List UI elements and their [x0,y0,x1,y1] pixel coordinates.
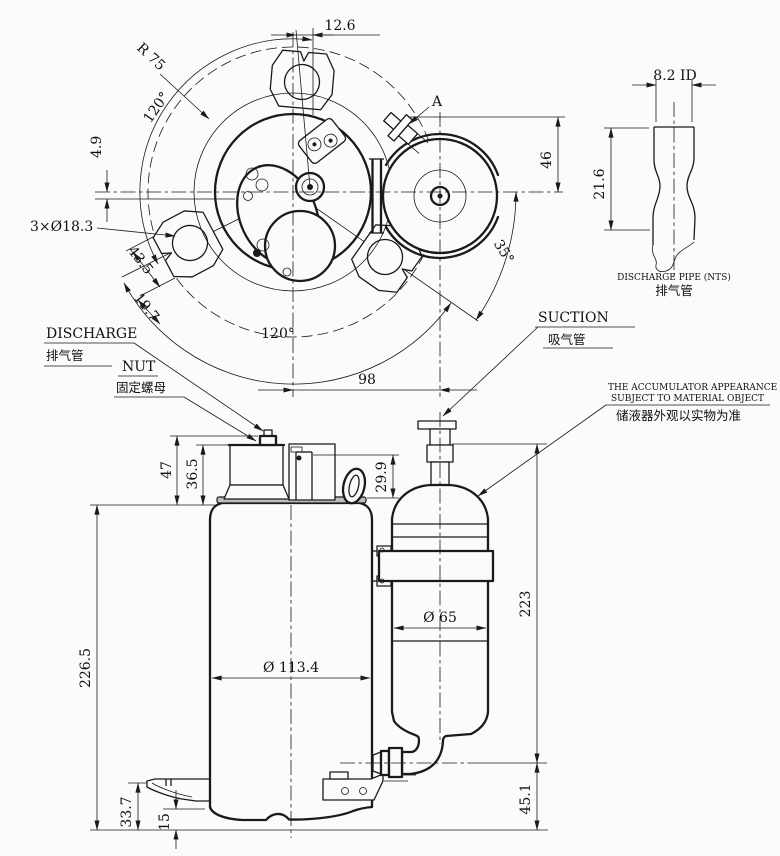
dim-21-6: 21.6 [592,127,650,231]
dim-29-9: 29.9 [313,454,399,499]
svg-text:A: A [431,94,443,110]
dim-226-5: 226.5 [78,504,215,831]
mounting-lug-left [152,210,224,278]
suction-fitting-top [383,111,429,154]
svg-text:3×Ø18.3: 3×Ø18.3 [30,219,93,235]
svg-text:36.5: 36.5 [185,458,201,489]
terminal-cover [223,443,290,500]
accumulator-strap [372,545,495,587]
pump-mechanism [235,118,347,283]
dim-holes: 3×Ø18.3 [30,219,176,238]
svg-text:固定螺母: 固定螺母 [116,380,166,395]
dim-45-1: 45.1 [518,762,540,831]
svg-text:19.7: 19.7 [130,290,162,324]
svg-text:226.5: 226.5 [78,648,94,688]
svg-text:120°: 120° [140,89,172,126]
dim-46: 46 [408,116,565,193]
discharge-nut [258,429,278,447]
svg-text:15: 15 [157,813,173,831]
accumulator-note: THE ACCUMULATOR APPEARANCE IS SUBJECT TO… [477,383,780,497]
detail-caption-en: DISCHARGE PIPE (NTS) [617,272,731,283]
base-foot-left [146,778,209,802]
svg-text:29.9: 29.9 [374,461,390,492]
front-view: 226.5 47 36.5 29.9 Ø 113.4 Ø 65 223 45.1… [78,412,548,849]
suction-elbow-fitting [372,746,404,779]
svg-text:NUT: NUT [122,359,156,375]
svg-text:43.5: 43.5 [124,243,156,277]
dim-15: 15 [157,790,205,849]
dim-4-9: 4.9 [89,136,235,222]
svg-text:223: 223 [518,591,534,618]
detail-caption-zh: 排气管 [655,283,693,298]
svg-text:DISCHARGE: DISCHARGE [46,326,137,342]
base-foot-right [322,771,416,801]
discharge-tube-housing [288,443,336,501]
dim-36-5: 36.5 [185,444,228,506]
dim-r75: R 75 [133,40,210,120]
svg-text:8.2 ID: 8.2 ID [653,68,696,84]
svg-text:35°: 35° [490,237,517,267]
svg-text:21.6: 21.6 [592,168,608,199]
svg-text:吸气管: 吸气管 [548,332,586,347]
svg-text:Ø 65: Ø 65 [423,610,457,626]
dim-47: 47 [159,435,258,506]
dim-dia-113-4: Ø 113.4 [211,660,371,681]
svg-text:THE ACCUMULATOR APPEARANCE IS: THE ACCUMULATOR APPEARANCE IS [608,383,780,393]
svg-text:47: 47 [159,461,175,479]
svg-text:SUCTION: SUCTION [538,310,609,326]
suction-label: SUCTION 吸气管 [442,310,635,417]
section-ref-a: A [408,94,443,125]
dim-33-7: 33.7 [119,782,147,831]
discharge-label: DISCHARGE 排气管 [44,326,264,432]
svg-text:排气管: 排气管 [46,348,84,363]
dim-98: 98 [258,372,477,393]
discharge-pipe-detail: 8.2 ID 21.6 DISCHARGE PIPE (NTS) 排气管 [592,68,731,298]
svg-text:46: 46 [539,151,555,169]
dim-12-6: 12.6 [271,18,380,115]
svg-text:33.7: 33.7 [119,796,135,827]
svg-text:98: 98 [358,372,376,388]
suction-pipe-flange [417,420,457,430]
lifting-ring [341,467,367,505]
svg-text:R 75: R 75 [133,40,168,74]
accumulator-front [340,412,495,779]
dim-223: 223 [452,443,547,764]
svg-text:120°: 120° [261,326,295,342]
svg-text:12.6: 12.6 [324,18,355,34]
svg-text:4.9: 4.9 [89,136,105,158]
callout-labels: DISCHARGE 排气管 NUT 固定螺母 SUCTION 吸气管 THE A… [44,310,780,497]
svg-text:Ø 113.4: Ø 113.4 [263,660,319,676]
dim-120-lower: 120° [123,282,452,385]
svg-text:45.1: 45.1 [518,783,534,814]
svg-text:储液器外观以实物为准: 储液器外观以实物为准 [616,408,741,423]
dim-8-2-id: 8.2 ID [632,68,716,122]
dim-dia-65: Ø 65 [393,610,487,631]
shell-bottom [208,805,374,822]
nut-label: NUT 固定螺母 [114,359,257,442]
svg-text:SUBJECT TO MATERIAL OBJECT: SUBJECT TO MATERIAL OBJECT [611,394,764,404]
